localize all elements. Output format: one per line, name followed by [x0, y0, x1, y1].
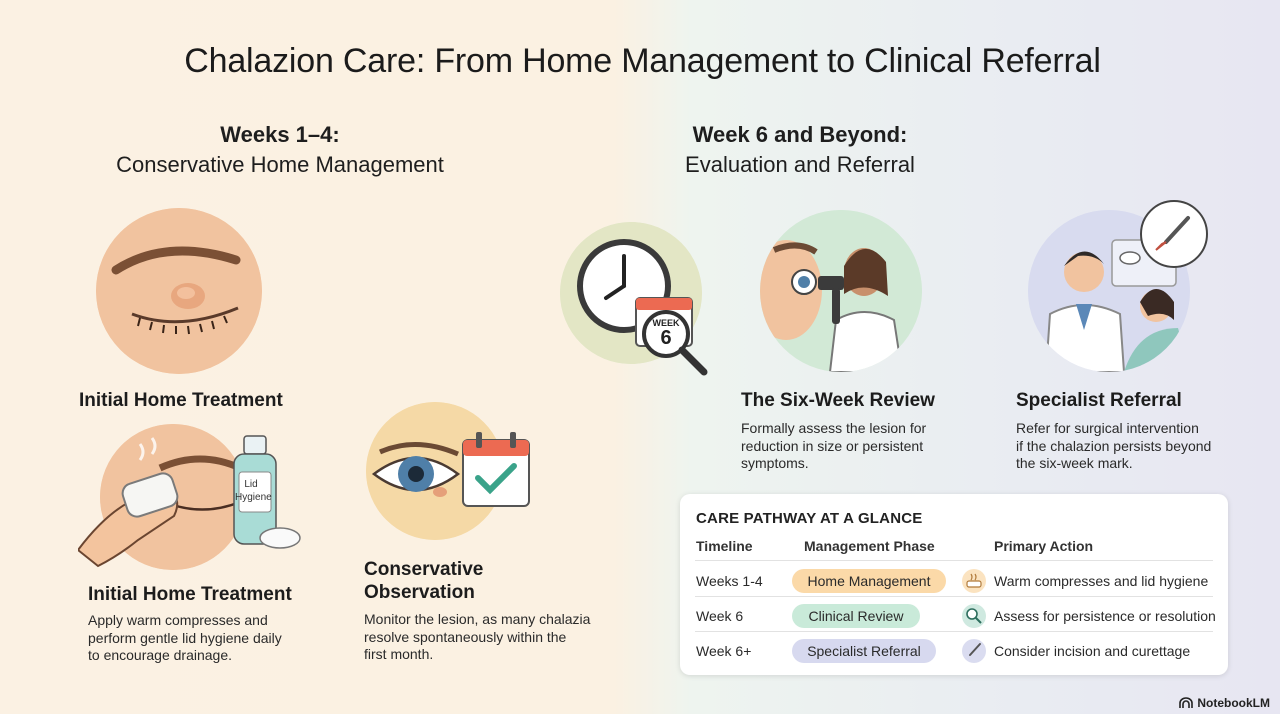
specialist-referral-desc: Refer for surgical intervention if the c… — [1016, 420, 1211, 473]
magnifier-icon — [962, 604, 986, 628]
week-badge: WEEK 6 — [647, 318, 685, 348]
specialist-referral-label: Specialist Referral — [1016, 390, 1182, 411]
row-divider — [695, 596, 1213, 597]
notebooklm-brand: NotebookLM — [1179, 696, 1270, 710]
brand-text: NotebookLM — [1197, 696, 1270, 710]
row1-action: Warm compresses and lid hygiene — [994, 573, 1209, 589]
scalpel-icon — [962, 639, 986, 663]
review-desc-line3: symptoms. — [741, 455, 809, 471]
referral-desc-line1: Refer for surgical intervention — [1016, 420, 1199, 436]
row3-phase-pill: Specialist Referral — [792, 639, 936, 663]
doctor-exam-illustration — [760, 210, 922, 372]
observation-label-line1: Conservative — [364, 559, 484, 580]
row2-phase-pill: Clinical Review — [792, 604, 920, 628]
referral-desc-line3: the six-week mark. — [1016, 455, 1133, 471]
scalpel-icon — [1155, 216, 1190, 251]
six-week-review-label: The Six-Week Review — [741, 390, 935, 411]
row1-phase-pill: Home Management — [792, 569, 946, 593]
calendar-check-icon — [462, 432, 530, 507]
row3-timeline: Week 6+ — [696, 643, 752, 659]
observation-desc-line2: resolve spontaneously within the — [364, 628, 567, 645]
column-header-action: Primary Action — [994, 538, 1094, 554]
observation-desc: Monitor the lesion, as many chalazia res… — [364, 611, 590, 664]
bottle-label-line2: Hygiene — [235, 492, 272, 503]
review-desc-line1: Formally assess the lesion for — [741, 420, 927, 436]
column-header-phase: Management Phase — [804, 538, 935, 554]
care-pathway-table: CARE PATHWAY AT A GLANCE Timeline Manage… — [680, 494, 1228, 675]
right-section-line1: Week 6 and Beyond: — [692, 122, 908, 147]
week-badge-text: WEEK — [652, 318, 680, 328]
row3-action: Consider incision and curettage — [994, 643, 1191, 659]
observation-label-line2: Observation — [364, 582, 475, 603]
initial-treatment-label: Initial Home Treatment — [88, 584, 292, 605]
bottle-label: Lid Hygiene — [235, 478, 272, 504]
initial-treatment-label-top: Initial Home Treatment — [79, 390, 283, 411]
referral-desc-line2: if the chalazion persists beyond — [1016, 437, 1212, 454]
observation-desc-line3: first month. — [364, 646, 434, 662]
row2-action: Assess for persistence or resolution — [994, 608, 1216, 624]
six-week-review-desc: Formally assess the lesion for reduction… — [741, 420, 926, 473]
compress-icon — [962, 569, 986, 593]
initial-treatment-desc: Apply warm compresses and perform gentle… — [88, 612, 282, 665]
review-desc-line2: reduction in size or persistent — [741, 437, 924, 454]
observation-desc-line1: Monitor the lesion, as many chalazia — [364, 611, 591, 627]
initial-desc-line2: perform gentle lid hygiene daily — [88, 629, 282, 646]
initial-desc-line1: Apply warm compresses and — [88, 612, 268, 628]
column-header-timeline: Timeline — [696, 538, 753, 554]
hand-with-compress-icon — [78, 472, 179, 568]
row2-timeline: Week 6 — [696, 608, 744, 624]
row1-timeline: Weeks 1-4 — [696, 573, 763, 589]
scalpel-badge — [1140, 200, 1208, 268]
row-divider — [695, 631, 1213, 632]
lid-hygiene-bottle-icon — [233, 435, 301, 549]
initial-desc-line3: to encourage drainage. — [88, 647, 232, 663]
left-section-line1: Weeks 1–4: — [220, 122, 340, 147]
observation-label: Conservative Observation — [364, 558, 483, 604]
care-pathway-heading: CARE PATHWAY AT A GLANCE — [696, 510, 923, 527]
left-section-title: Weeks 1–4: Conservative Home Management — [100, 120, 460, 180]
page-title: Chalazion Care: From Home Management to … — [184, 42, 1101, 80]
right-section-line2: Evaluation and Referral — [685, 152, 915, 177]
closed-eye-illustration — [96, 208, 262, 374]
magnifier-calendar-icon — [635, 297, 708, 376]
bottle-label-line1: Lid — [244, 479, 258, 490]
notebooklm-logo-icon — [1179, 697, 1194, 708]
week-badge-number: 6 — [660, 327, 672, 349]
header-divider — [695, 560, 1213, 561]
left-section-line2: Conservative Home Management — [116, 152, 444, 177]
right-section-title: Week 6 and Beyond: Evaluation and Referr… — [640, 120, 960, 180]
